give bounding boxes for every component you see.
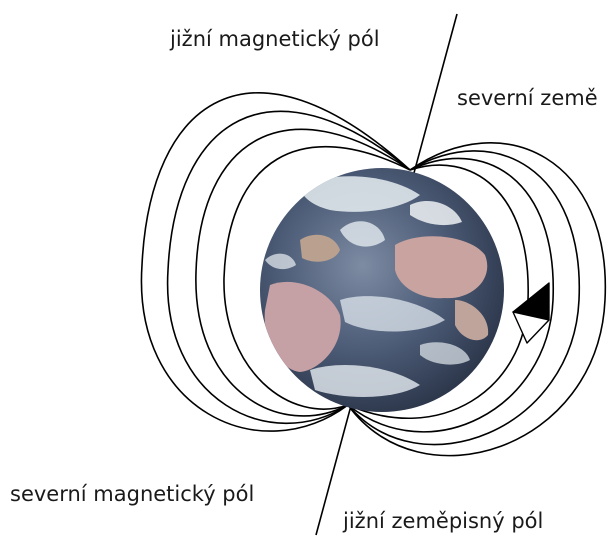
earth-globe <box>260 168 504 412</box>
field-line <box>223 146 411 410</box>
north-geographic-pole-label: severní země <box>457 86 598 110</box>
earth-cloud <box>420 342 470 365</box>
earth-cloud <box>300 176 420 212</box>
earth-landmass <box>300 234 340 262</box>
south-magnetic-pole-label: jižní magnetický pól <box>170 27 380 51</box>
earth-cloud <box>340 296 445 332</box>
earth-cloud <box>265 253 296 270</box>
field-line <box>347 142 607 457</box>
earth-landmass <box>395 236 488 299</box>
field-line <box>347 157 554 433</box>
south-geographic-pole-label: jižní zeměpisný pól <box>343 509 544 533</box>
earth-cloud <box>310 365 420 397</box>
north-magnetic-pole-label: severní magnetický pól <box>10 482 255 506</box>
earth-landmass <box>455 300 489 341</box>
compass-needle <box>512 282 550 344</box>
field-lines-left <box>140 92 411 432</box>
earth-landmass <box>264 281 341 372</box>
earth-cloud <box>410 201 462 226</box>
field-line <box>140 92 411 432</box>
field-line <box>166 110 411 425</box>
earth-cloud <box>340 221 385 247</box>
field-line <box>195 128 411 417</box>
field-line <box>347 150 580 446</box>
